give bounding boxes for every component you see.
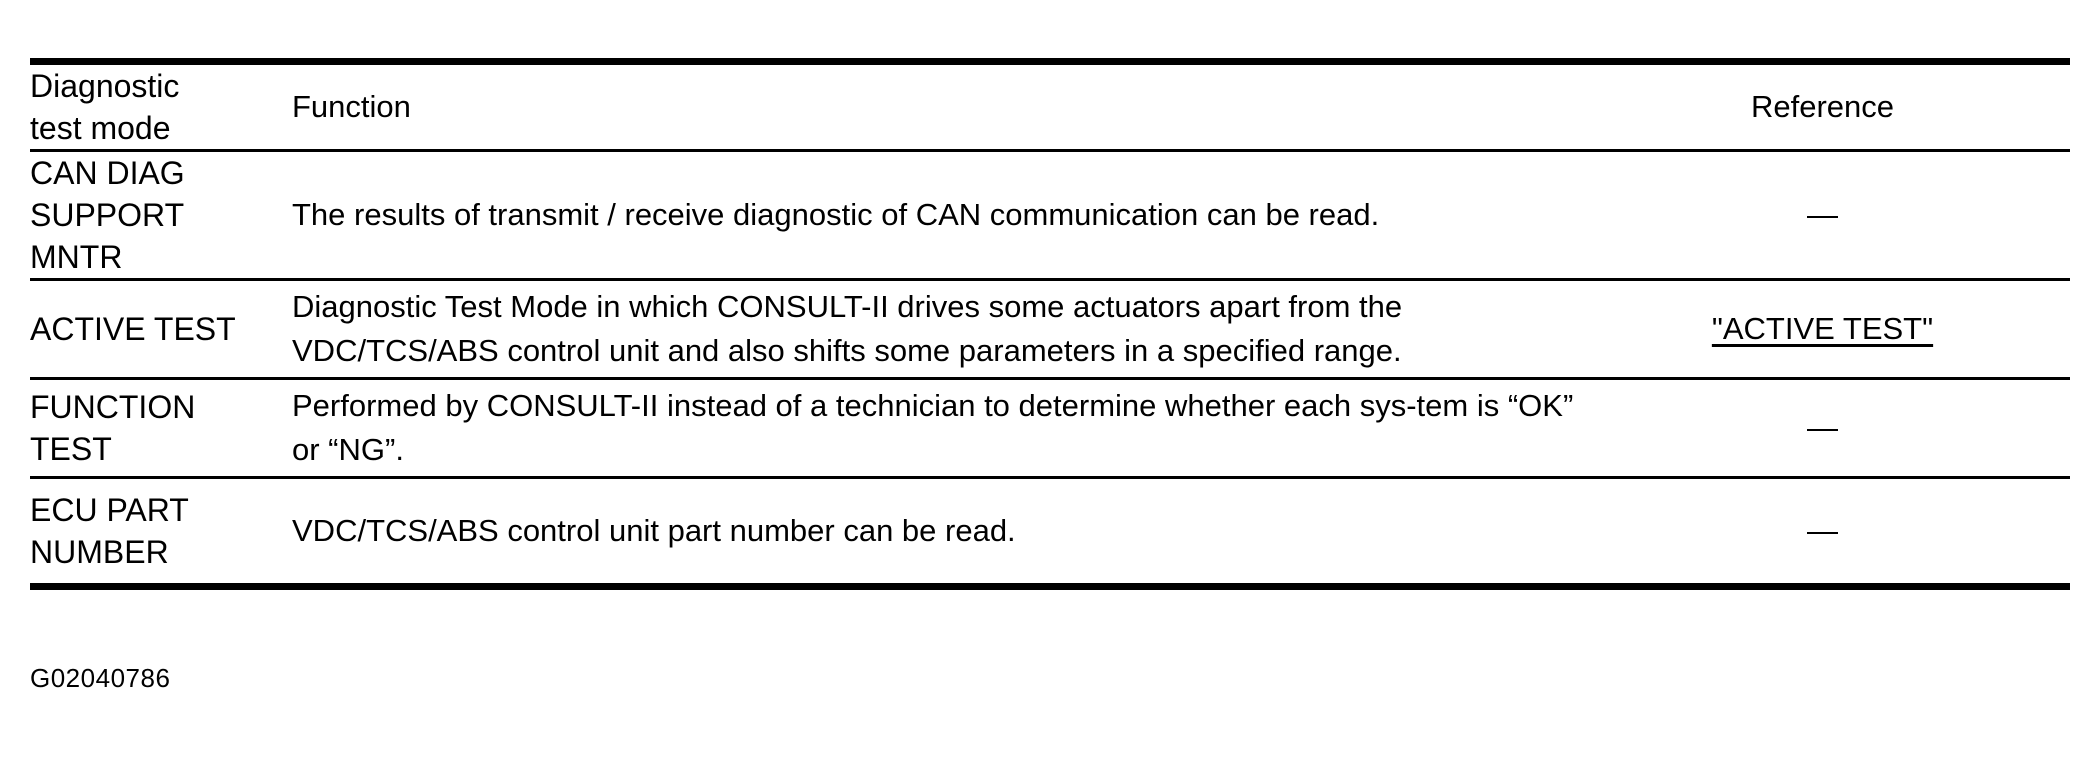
em-dash-placeholder: — [1807, 513, 1838, 548]
column-header-function: Function [292, 58, 1575, 152]
cell-reference: — [1575, 476, 2070, 590]
table-row: ACTIVE TEST Diagnostic Test Mode in whic… [30, 278, 2070, 379]
cell-function-description: Diagnostic Test Mode in which CONSULT-II… [292, 278, 1575, 379]
table-header: Diagnostic test mode Function Reference [30, 58, 2070, 152]
table-row: ECU PART NUMBER VDC/TCS/ABS control unit… [30, 476, 2070, 590]
table-body: CAN DIAG SUPPORT MNTR The results of tra… [30, 151, 2070, 590]
cell-test-mode: ECU PART NUMBER [30, 476, 292, 590]
diagnostic-test-mode-table: Diagnostic test mode Function Reference … [30, 58, 2070, 590]
column-header-reference: Reference [1575, 58, 2070, 152]
reference-link-active-test[interactable]: "ACTIVE TEST" [1711, 311, 1934, 346]
column-header-diagnostic-test-mode: Diagnostic test mode [30, 58, 292, 152]
table-row: FUNCTION TEST Performed by CONSULT-II in… [30, 377, 2070, 478]
cell-test-mode: CAN DIAG SUPPORT MNTR [30, 155, 185, 275]
table-header-row: Diagnostic test mode Function Reference [30, 58, 2070, 152]
cell-function-description: The results of transmit / receive diagno… [292, 197, 1380, 232]
em-dash-placeholder: — [1807, 197, 1838, 232]
cell-reference: — [1575, 377, 2070, 478]
cell-test-mode: FUNCTION TEST [30, 377, 292, 478]
cell-function-description: VDC/TCS/ABS control unit part number can… [292, 476, 1575, 590]
em-dash-placeholder: — [1807, 410, 1838, 445]
cell-function-description: Performed by CONSULT-II instead of a tec… [292, 377, 1575, 478]
figure-caption-id: G02040786 [30, 663, 171, 693]
table-row: CAN DIAG SUPPORT MNTR The results of tra… [30, 151, 2070, 280]
cell-reference: — [1575, 151, 2070, 280]
cell-reference: "ACTIVE TEST" [1575, 278, 2070, 379]
cell-test-mode: ACTIVE TEST [30, 278, 292, 379]
